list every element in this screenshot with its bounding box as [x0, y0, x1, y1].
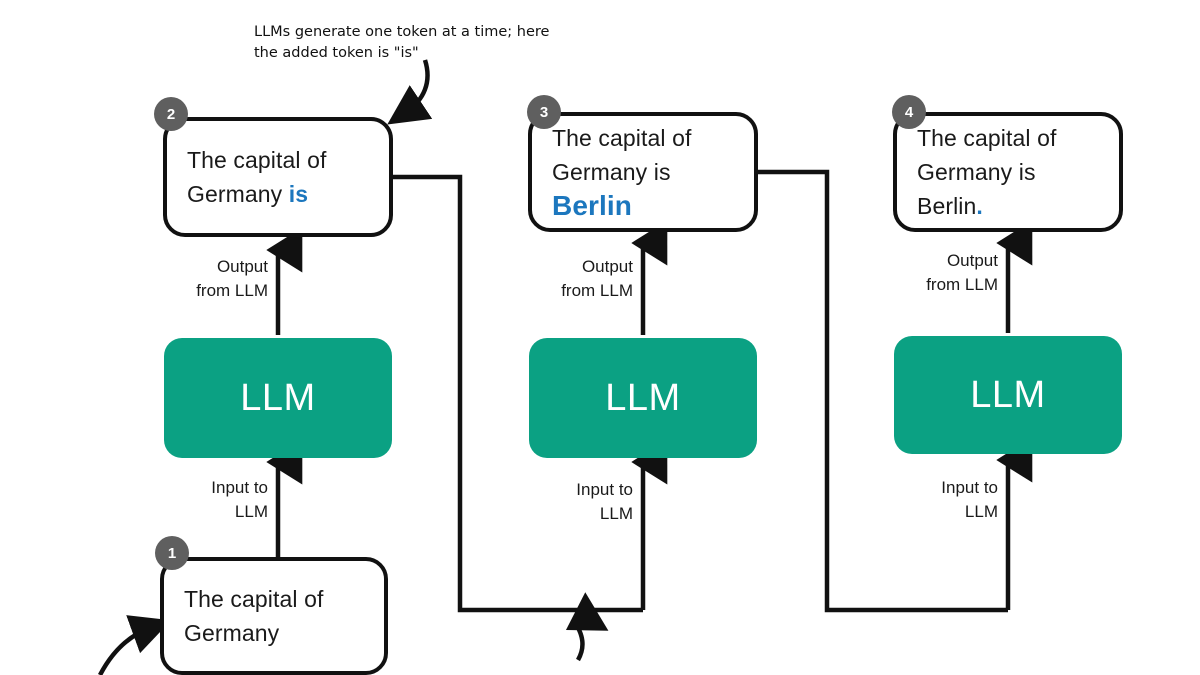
- pointer-arrow-into-box1: [98, 615, 172, 675]
- llm-block-3-label: LLM: [970, 373, 1046, 416]
- llm-block-1[interactable]: LLM: [164, 338, 392, 458]
- step-badge-3: 3: [527, 95, 561, 129]
- prompt-box-2-text: The capital of Germany is: [187, 143, 326, 211]
- prompt-box-2-new-token: is: [288, 181, 309, 207]
- prompt-box-3-line1: The capital of: [552, 124, 692, 151]
- prompt-box-4-new-token: .: [976, 193, 983, 219]
- prompt-box-1-text: The capital of Germany: [184, 582, 323, 650]
- prompt-box-1-line1: The capital of: [184, 586, 324, 612]
- prompt-box-3-text: The capital of Germany is Berlin: [552, 121, 734, 224]
- input-caption-col3: Input to LLM: [941, 478, 998, 521]
- prompt-box-1-line2: Germany: [184, 620, 280, 646]
- prompt-box-3[interactable]: The capital of Germany is Berlin: [528, 112, 758, 232]
- llm-block-2-label: LLM: [605, 376, 681, 419]
- output-caption-col3: Output from LLM: [926, 251, 998, 294]
- prompt-box-2[interactable]: The capital of Germany is: [163, 117, 393, 237]
- llm-block-2[interactable]: LLM: [529, 338, 757, 458]
- input-caption-col1: Input to LLM: [211, 478, 268, 521]
- step-badge-1: 1: [155, 536, 189, 570]
- step-badge-4: 4: [892, 95, 926, 129]
- output-caption-col2: Output from LLM: [561, 257, 633, 300]
- prompt-box-3-new-token: Berlin: [552, 189, 632, 221]
- input-caption-col2: Input to LLM: [576, 480, 633, 523]
- prompt-box-2-line2: Germany: [187, 181, 289, 207]
- llm-block-3[interactable]: LLM: [894, 336, 1122, 454]
- step-badge-2: 2: [154, 97, 188, 131]
- prompt-box-1[interactable]: The capital of Germany: [160, 557, 388, 675]
- prompt-box-3-line2: Germany is: [552, 158, 671, 185]
- llm-block-1-label: LLM: [240, 376, 316, 419]
- annotation-arrow: [387, 59, 433, 125]
- pointer-arrow-bottom-loop: [565, 592, 609, 662]
- output-caption-col1: Output from LLM: [196, 257, 268, 300]
- prompt-box-4-line1: The capital of: [917, 125, 1057, 151]
- annotation-text: LLMs generate one token at a time; here …: [254, 24, 550, 61]
- prompt-box-2-line1: The capital of: [187, 147, 327, 173]
